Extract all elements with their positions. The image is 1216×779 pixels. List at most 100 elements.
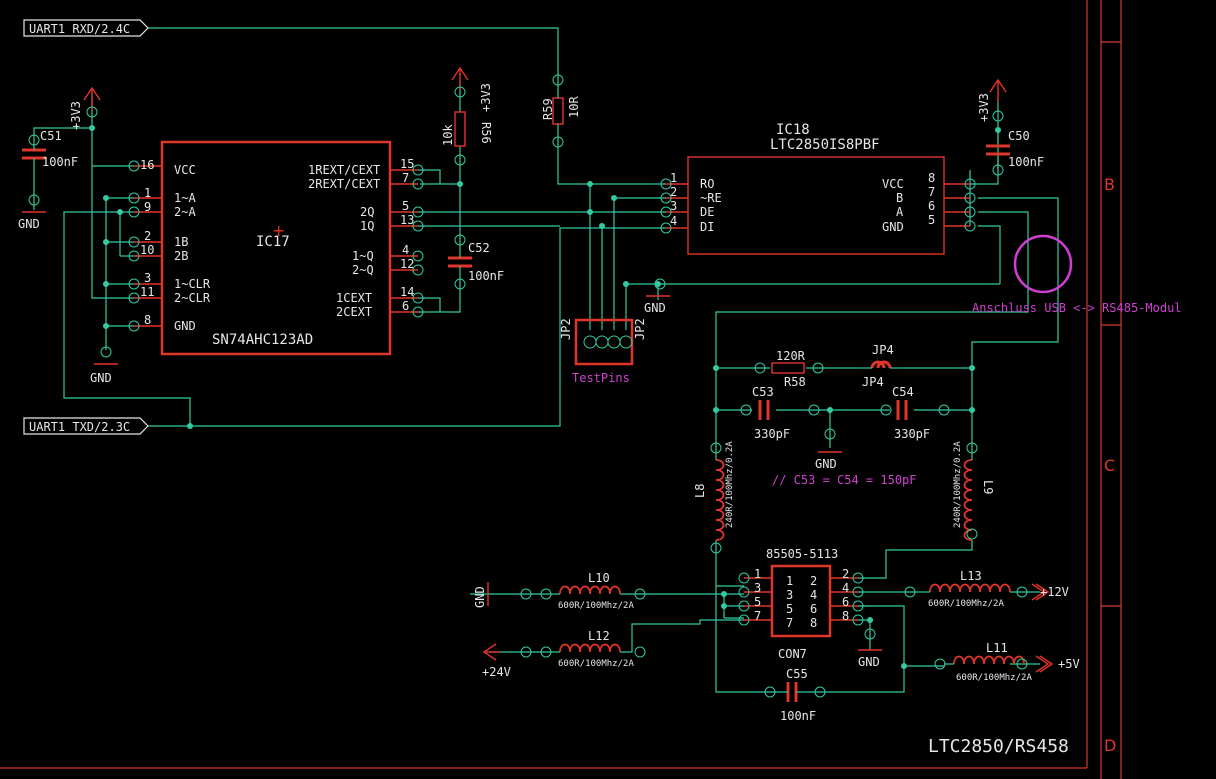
ic18-pin-num: 5 xyxy=(928,213,935,227)
c50-value: 100nF xyxy=(1008,155,1044,169)
ic17-pin-num: 9 xyxy=(144,200,151,214)
ic17-left-pins: 16 1 9 2 10 3 11 8 VCC 1~A 2~A 1B 2B 1~C… xyxy=(134,158,211,333)
ic17-pin-num: 1 xyxy=(144,186,151,200)
inductor-l8[interactable]: L8 240R/100Mhz/0.2A xyxy=(693,440,735,541)
inductor-l9[interactable]: L9 240R/100Mhz/0.2A xyxy=(953,440,995,541)
ic17-pin-name: 2~A xyxy=(174,205,196,219)
r56-value: 10k xyxy=(441,124,455,146)
resistor-r58[interactable]: 120R R58 xyxy=(771,349,806,389)
power-3v3-ic18: +3V3 xyxy=(977,78,1007,122)
ic17-pin-name: 1Q xyxy=(360,219,374,233)
capacitor-c55[interactable]: C55 100nF xyxy=(780,667,816,723)
con7-pin: 4 xyxy=(810,588,817,602)
ic18-pin-num: 7 xyxy=(928,185,935,199)
con7-pin: 8 xyxy=(842,609,849,623)
ic17[interactable]: IC17 SN74AHC123AD + 16 1 9 2 10 3 11 8 V… xyxy=(134,140,418,356)
testpins-jp2[interactable]: JP2 JP2 TestPins xyxy=(559,318,647,385)
wires xyxy=(33,27,1059,693)
ic18-pin-num: 8 xyxy=(928,171,935,185)
gnd-con7-label: GND xyxy=(858,655,880,669)
resistor-r59[interactable]: R59 10R xyxy=(541,88,581,142)
gnd-l10: GND xyxy=(473,582,489,608)
ic18[interactable]: IC18 LTC2850IS8PBF 1 2 3 4 RO ~RE DE DI … xyxy=(666,122,970,255)
power-3v3-r56: +3V3 xyxy=(451,66,493,112)
l11-value: 600R/100Mhz/2A xyxy=(956,673,1032,683)
c55-value: 100nF xyxy=(780,709,816,723)
con7-pin: 1 xyxy=(754,567,761,581)
ic17-pin-num: 8 xyxy=(144,313,151,327)
ic17-right-pins: 15 7 5 13 4 12 14 6 1REXT/CEXT 2REXT/CEX… xyxy=(308,157,418,319)
gnd-con7: GND xyxy=(858,649,882,669)
l12-value: 600R/100Mhz/2A xyxy=(558,659,634,669)
ic18-pin-num: 6 xyxy=(928,199,935,213)
ic17-pin-num: 3 xyxy=(144,271,151,285)
ic18-pin-name: RO xyxy=(700,177,714,191)
l8-ref: L8 xyxy=(693,484,707,498)
ic18-pin-num: 4 xyxy=(670,214,677,228)
gnd-c51-label: GND xyxy=(18,217,40,231)
r59-value: 10R xyxy=(567,96,581,118)
ic18-pin-name: A xyxy=(896,205,904,219)
capacitor-c53[interactable]: C53 330pF xyxy=(752,385,790,441)
zone-label-b: B xyxy=(1104,175,1115,194)
ic18-value: LTC2850IS8PBF xyxy=(770,137,880,153)
jp4-ref2: JP4 xyxy=(862,375,884,389)
uart-txd-flag[interactable]: UART1_TXD/2.3C xyxy=(23,417,149,435)
inductor-l10[interactable]: L10 600R/100Mhz/2A xyxy=(550,571,634,611)
connector-con7[interactable]: 85505-5113 CON7 1 3 5 7 1 3 5 7 2 4 6 8 … xyxy=(744,547,858,661)
gnd-ic17-label: GND xyxy=(90,371,112,385)
con7-pin: 2 xyxy=(810,574,817,588)
ic18-pin-name: DI xyxy=(700,220,714,234)
capacitor-c54[interactable]: C54 330pF xyxy=(892,385,930,441)
usb-note: Anschluss USB <-> RS485-Modul xyxy=(972,301,1182,315)
ic17-pin-name: 1~Q xyxy=(352,249,374,263)
zone-label-d: D xyxy=(1104,736,1116,755)
ic17-pin-num: 5 xyxy=(402,199,409,213)
ic17-pin-num: 11 xyxy=(140,285,154,299)
power-3v3-left: +3V3 xyxy=(69,86,101,130)
l10-ref: L10 xyxy=(588,571,610,585)
power-3v3-ic18-label: +3V3 xyxy=(977,93,991,122)
usb-connection-marker xyxy=(1013,234,1073,294)
gnd-c53c54-label: GND xyxy=(815,457,837,471)
con7-pin: 1 xyxy=(786,574,793,588)
uart-rxd-flag[interactable]: UART1_RXD/2.4C xyxy=(23,19,149,37)
c51-ref: C51 xyxy=(40,129,62,143)
power-5v: +5V xyxy=(1035,655,1080,673)
inductor-l12[interactable]: L12 600R/100Mhz/2A xyxy=(550,629,634,669)
inductor-l13[interactable]: L13 600R/100Mhz/2A xyxy=(920,569,1011,609)
power-3v3-left-label: +3V3 xyxy=(69,101,83,130)
c52-value: 100nF xyxy=(468,269,504,283)
sheet-frame: B C D xyxy=(0,0,1122,779)
ic17-pin-num: 12 xyxy=(400,257,414,271)
ic18-pin-name: VCC xyxy=(882,177,904,191)
ic17-pin-num: 2 xyxy=(144,229,151,243)
ic18-pin-name: DE xyxy=(700,205,714,219)
ic17-value: SN74AHC123AD xyxy=(212,332,313,348)
l8-value: 240R/100Mhz/0.2A xyxy=(725,441,735,528)
capacitor-c51[interactable]: C51 100nF xyxy=(22,129,78,170)
jp4-ref: JP4 xyxy=(872,343,894,357)
jumper-jp4[interactable]: JP4 JP4 xyxy=(858,343,900,389)
capacitor-c52[interactable]: C52 100nF xyxy=(448,240,504,283)
power-5v-label: +5V xyxy=(1058,657,1080,671)
ic17-origin-mark: + xyxy=(272,221,285,240)
ic18-pin-num: 3 xyxy=(670,199,677,213)
pin-pads xyxy=(28,74,1028,698)
inductor-l11[interactable]: L11 600R/100Mhz/2A xyxy=(944,641,1032,683)
uart-rxd-label: UART1_RXD/2.4C xyxy=(29,22,130,36)
con7-pin: 6 xyxy=(842,595,849,609)
ic17-pin-name: 2CEXT xyxy=(336,305,372,319)
c52-ref: C52 xyxy=(468,241,490,255)
con7-ref: CON7 xyxy=(778,647,807,661)
resistor-r56[interactable]: 10k R56 xyxy=(441,111,493,147)
power-24v-label: +24V xyxy=(482,665,511,679)
sheet-title: LTC2850/RS458 xyxy=(928,736,1069,757)
jp2-ref: JP2 xyxy=(559,318,573,340)
ic17-pin-num: 16 xyxy=(140,158,154,172)
con7-pin: 7 xyxy=(786,616,793,630)
ic17-pin-name: 2~Q xyxy=(352,263,374,277)
capacitor-c50[interactable]: C50 100nF xyxy=(986,129,1044,169)
ic17-pin-num: 7 xyxy=(402,171,409,185)
